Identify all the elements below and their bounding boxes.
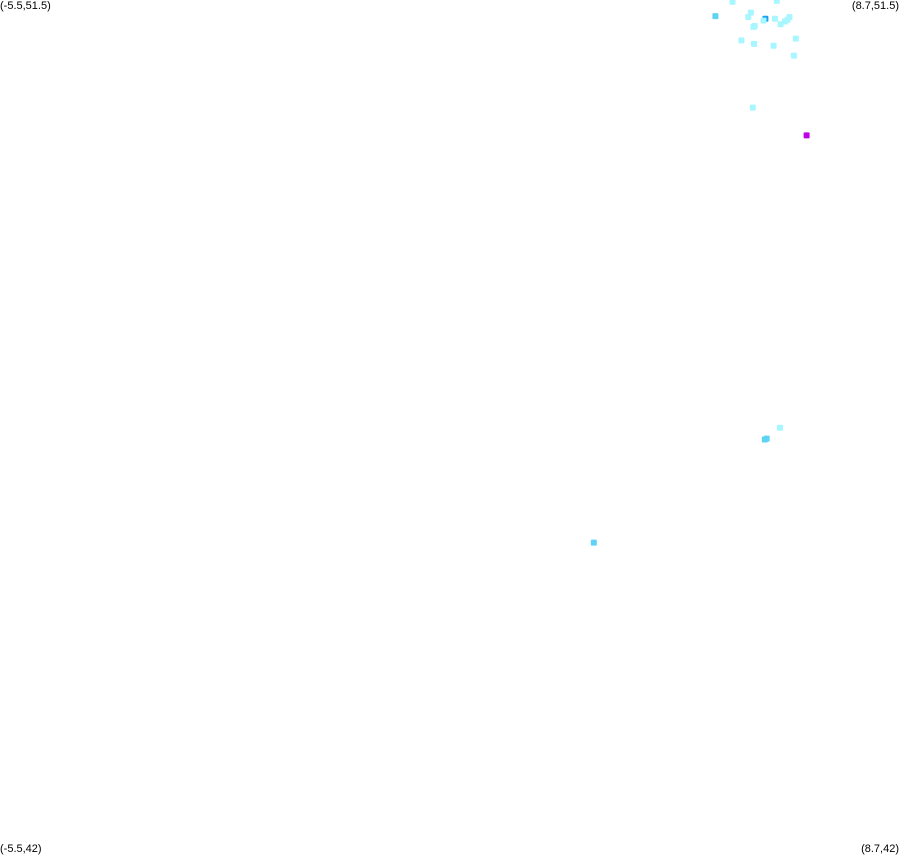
map-point[interactable] xyxy=(770,42,777,49)
corner-label-top-left: (-5.5,51.5) xyxy=(0,0,51,12)
map-point[interactable] xyxy=(760,17,767,24)
map-point[interactable] xyxy=(751,40,757,47)
map-point[interactable] xyxy=(763,435,770,442)
corner-label-bottom-right: (8.7,42) xyxy=(861,843,899,855)
map-point[interactable] xyxy=(771,15,778,22)
map-point[interactable] xyxy=(777,21,784,28)
map-point[interactable] xyxy=(749,104,756,111)
map-point[interactable] xyxy=(773,0,780,4)
map-point[interactable] xyxy=(738,37,745,44)
map-point[interactable] xyxy=(803,132,810,139)
corner-label-top-right: (8.7,51.5) xyxy=(851,0,899,12)
map-point[interactable] xyxy=(777,424,783,431)
map-point[interactable] xyxy=(786,14,793,20)
corner-label-bottom-left: (-5.5,42) xyxy=(0,843,42,855)
map-point[interactable] xyxy=(750,23,757,30)
map-point[interactable] xyxy=(729,0,736,5)
map-point[interactable] xyxy=(745,14,752,20)
map-point[interactable] xyxy=(590,539,597,546)
map-point[interactable] xyxy=(712,13,719,20)
map-point[interactable] xyxy=(792,35,799,42)
map-point[interactable] xyxy=(790,52,797,59)
